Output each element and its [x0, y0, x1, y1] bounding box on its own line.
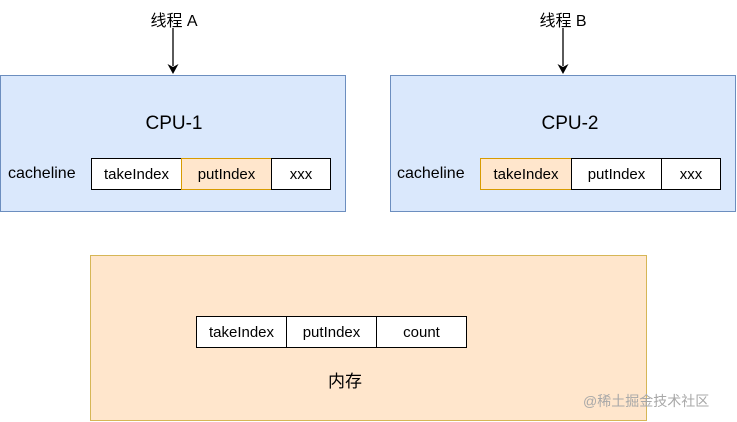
- cpu-1-box: CPU-1 cacheline takeIndex putIndex xxx: [0, 75, 346, 212]
- memory-box: takeIndex putIndex count 内存: [90, 255, 647, 421]
- memory-cell-count: count: [376, 316, 467, 348]
- cpu-1-cell-putindex: putIndex: [181, 158, 272, 190]
- cpu-1-cacheline-label: cacheline: [8, 165, 76, 182]
- cpu-1-cell-takeindex: takeIndex: [91, 158, 182, 190]
- cpu-2-box: CPU-2 cacheline takeIndex putIndex xxx: [390, 75, 736, 212]
- thread-a-label: 线程 A: [150, 13, 198, 30]
- cpu-2-title: CPU-2: [541, 113, 599, 134]
- cpu-2-cacheline-label: cacheline: [397, 165, 465, 182]
- cpu-2-cell-xxx: xxx: [661, 158, 721, 190]
- memory-cell-takeindex: takeIndex: [196, 316, 287, 348]
- thread-a-arrow-icon: [167, 28, 179, 74]
- cpu-1-title: CPU-1: [145, 113, 203, 134]
- thread-b-arrow-icon: [557, 28, 569, 74]
- memory-label: 内存: [328, 372, 362, 391]
- cpu-1-cell-xxx: xxx: [271, 158, 331, 190]
- thread-b-label: 线程 B: [539, 13, 587, 30]
- cpu-2-cell-putindex: putIndex: [571, 158, 662, 190]
- cpu-2-cell-takeindex: takeIndex: [480, 158, 572, 190]
- memory-cell-putindex: putIndex: [286, 316, 377, 348]
- watermark-text: @稀土掘金技术社区: [583, 393, 710, 409]
